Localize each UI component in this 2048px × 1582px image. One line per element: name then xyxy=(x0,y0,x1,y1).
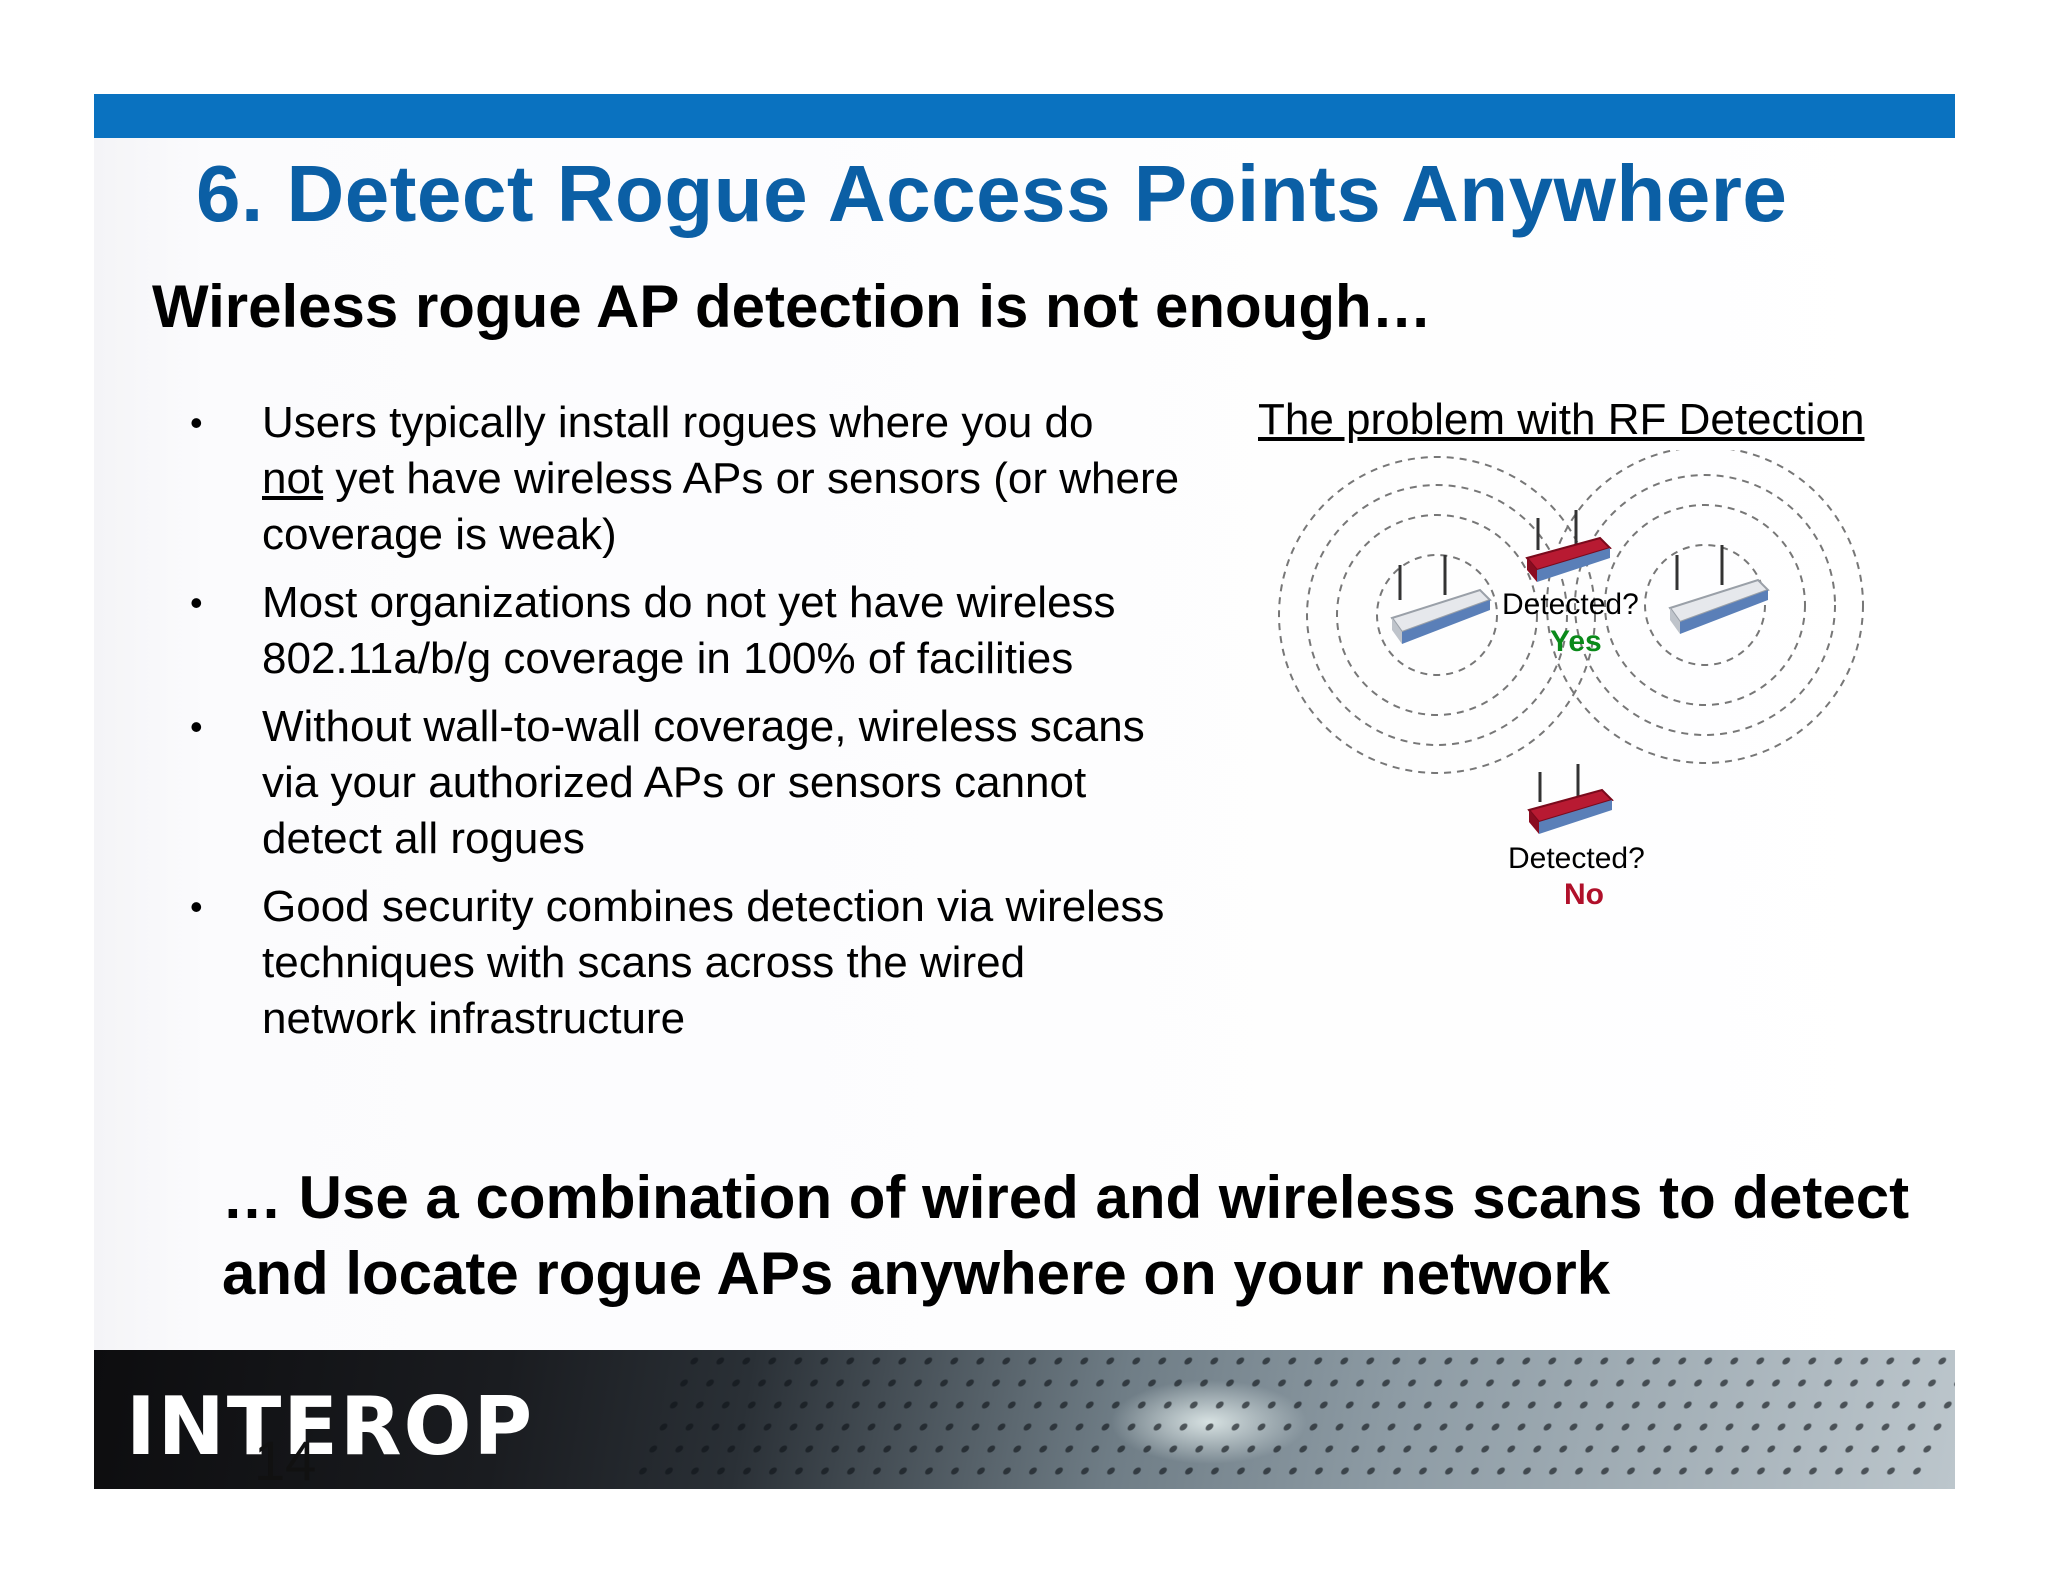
bullet-list: • Users typically install rogues where y… xyxy=(190,395,1190,1059)
page-number: 14 xyxy=(254,1429,317,1492)
bullet-marker: • xyxy=(190,402,203,443)
server-grille-graphic xyxy=(621,1350,1955,1489)
bullet-item: • Most organizations do not yet have wir… xyxy=(190,575,1190,687)
rogue-router-icon xyxy=(1525,510,1612,582)
rf-coverage-graphic xyxy=(1278,446,1864,834)
authorized-router-icon xyxy=(1390,555,1492,644)
detection-question-label: Detected? xyxy=(1508,842,1645,875)
footer-banner: INTEROP xyxy=(94,1350,1955,1489)
rogue-router-icon xyxy=(1527,764,1614,834)
bullet-text-continued: yet have wireless APs or sensors (or whe… xyxy=(262,454,1180,559)
bullet-emphasis: not xyxy=(262,454,324,503)
conclusion-text: … Use a combination of wired and wireles… xyxy=(222,1164,1910,1307)
bullet-item: • Users typically install rogues where y… xyxy=(190,395,1190,563)
coverage-rings-left xyxy=(1278,456,1596,774)
bullet-text: Most organizations do not yet have wirel… xyxy=(262,578,1116,683)
authorized-router-icon xyxy=(1668,545,1770,634)
bullet-item: • Without wall-to-wall coverage, wireles… xyxy=(190,699,1190,867)
slide-title: 6. Detect Rogue Access Points Anywhere xyxy=(196,149,1788,238)
interop-logo: INTEROP xyxy=(126,1380,535,1473)
detection-question-label: Detected? xyxy=(1502,588,1639,621)
slide-background xyxy=(94,94,1955,1489)
bullet-marker: • xyxy=(190,886,203,927)
slide-subtitle: Wireless rogue AP detection is not enoug… xyxy=(152,273,1432,340)
bullet-text: Without wall-to-wall coverage, wireless … xyxy=(262,702,1145,863)
bullet-text: Users typically install rogues where you… xyxy=(262,398,1094,447)
bullet-text: Good security combines detection via wir… xyxy=(262,882,1165,1043)
detection-answer-yes: Yes xyxy=(1550,625,1602,658)
bullet-marker: • xyxy=(190,706,203,747)
bullet-marker: • xyxy=(190,582,203,623)
detection-answer-no: No xyxy=(1564,878,1604,911)
bullet-item: • Good security combines detection via w… xyxy=(190,879,1190,1047)
diagram-title: The problem with RF Detection xyxy=(1258,395,1865,444)
header-accent-bar xyxy=(94,94,1955,138)
rf-detection-diagram: Detected? Yes Detected? No xyxy=(1240,446,1880,930)
